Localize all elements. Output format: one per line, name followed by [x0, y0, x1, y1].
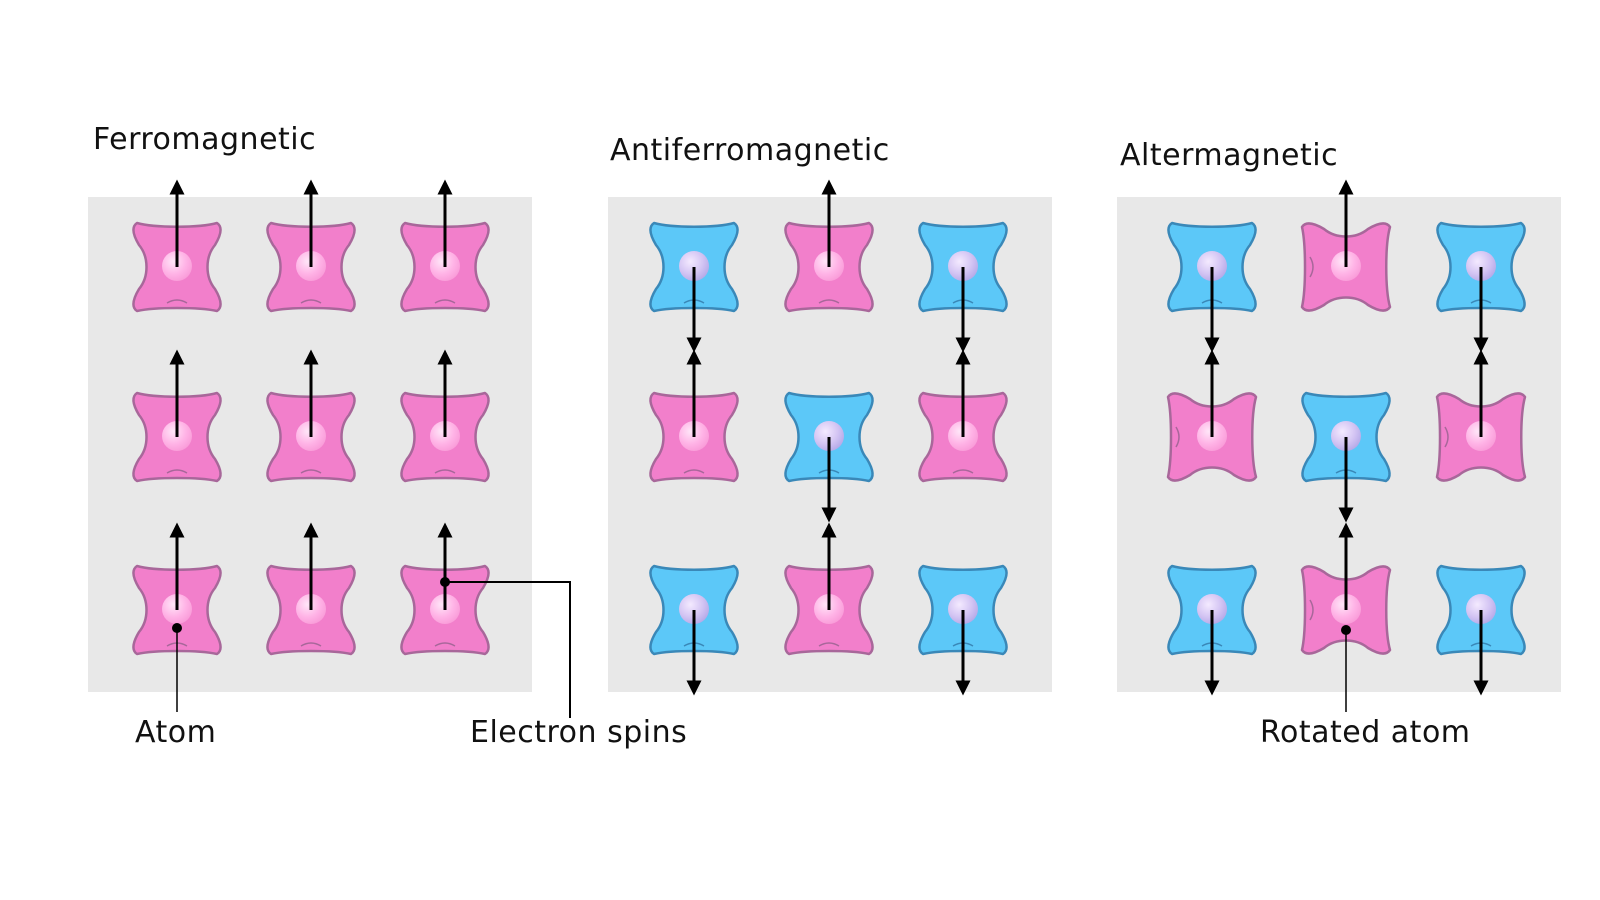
antiferromagnetic-atom-r3c1	[649, 564, 739, 696]
antiferromagnetic-atom-r1c1	[649, 221, 739, 353]
atom-detail	[952, 469, 974, 474]
atom-detail	[818, 642, 840, 647]
atom-label: Atom	[135, 715, 217, 750]
atom-detail	[683, 469, 705, 474]
atom-detail	[300, 469, 322, 474]
atom-nucleus	[1331, 421, 1361, 451]
atom-nucleus	[679, 251, 709, 281]
ferromagnetic-atom-r3c2	[266, 522, 356, 656]
altermagnetic-atom-r1c1	[1167, 221, 1257, 353]
altermagnetic-atom-r2c1	[1166, 349, 1258, 482]
altermagnetic-atom-r2c3	[1435, 349, 1527, 482]
electron-spins-label: Electron spins	[470, 715, 688, 750]
altermagnetic-title: Altermagnetic	[1120, 138, 1339, 173]
atom-detail	[1309, 599, 1314, 621]
atom-detail	[1175, 426, 1180, 448]
ferromagnetic-atom-r1c2	[266, 179, 356, 313]
atom-detail	[300, 642, 322, 647]
atom-nucleus	[1466, 594, 1496, 624]
atom-detail	[1309, 256, 1314, 278]
electron-spins-leader-dot	[440, 577, 450, 587]
atom-nucleus	[948, 594, 978, 624]
atom-detail	[434, 299, 456, 304]
ferromagnetic-title: Ferromagnetic	[93, 122, 317, 157]
atom-nucleus	[679, 594, 709, 624]
antiferromagnetic-atom-r3c2	[784, 522, 874, 656]
antiferromagnetic-atom-r2c3	[918, 349, 1008, 483]
rotated-atom-leader-dot	[1341, 625, 1351, 635]
antiferromagnetic-atom-r1c2	[784, 179, 874, 313]
atom-detail	[300, 299, 322, 304]
atom-detail	[434, 469, 456, 474]
ferromagnetic-atom-r3c3	[400, 522, 490, 656]
atom-detail	[166, 299, 188, 304]
ferromagnetic-atom-r2c2	[266, 349, 356, 483]
antiferromagnetic-atom-r3c3	[918, 564, 1008, 696]
altermagnetic-atom-r3c3	[1436, 564, 1526, 696]
atom-leader-dot	[172, 623, 182, 633]
electron-spins-leader-line	[445, 581, 571, 718]
antiferromagnetic-title: Antiferromagnetic	[610, 133, 890, 168]
ferromagnetic-atom-r2c1	[132, 349, 222, 483]
ferromagnetic-atom-r1c1	[132, 179, 222, 313]
atom-nucleus	[1466, 251, 1496, 281]
atom-detail	[1444, 426, 1449, 448]
antiferromagnetic-atom-r2c2	[784, 391, 874, 523]
atom-detail	[818, 299, 840, 304]
altermagnetic-atom-r3c2	[1300, 522, 1392, 655]
antiferromagnetic-atom-r2c1	[649, 349, 739, 483]
atom-nucleus	[814, 421, 844, 451]
antiferromagnetic-atom-r1c3	[918, 221, 1008, 353]
altermagnetic-atom-r3c1	[1167, 564, 1257, 696]
altermagnetic-atom-r2c2	[1301, 391, 1391, 523]
altermagnetic-atom-r1c2	[1300, 179, 1392, 312]
atom-nucleus	[1197, 594, 1227, 624]
ferromagnetic-atom-r1c3	[400, 179, 490, 313]
atom-detail	[434, 642, 456, 647]
atom-nucleus	[948, 251, 978, 281]
ferromagnetic-atom-r3c1	[132, 522, 222, 656]
atom-detail	[166, 469, 188, 474]
rotated-atom-label: Rotated atom	[1260, 715, 1471, 750]
altermagnetic-atom-r1c3	[1436, 221, 1526, 353]
atom-nucleus	[1197, 251, 1227, 281]
ferromagnetic-atom-r2c3	[400, 349, 490, 483]
